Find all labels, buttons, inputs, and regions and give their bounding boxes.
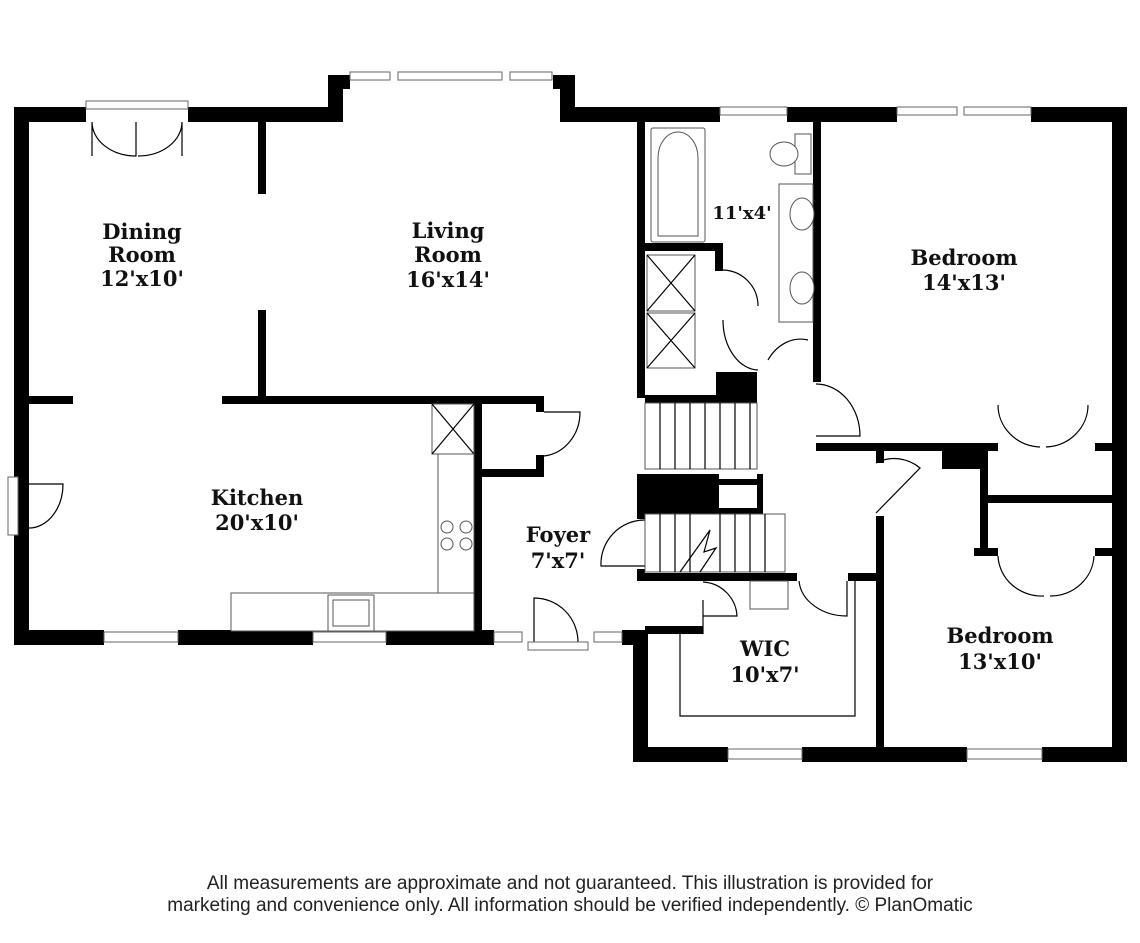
room-name: Bedroom xyxy=(910,245,1017,270)
room-dining: Dining Room 12'x10' xyxy=(100,219,184,291)
room-name: Room xyxy=(414,242,482,267)
disclaimer-line: All measurements are approximate and not… xyxy=(206,873,934,894)
disclaimer-line: marketing and convenience only. All info… xyxy=(167,895,973,916)
doors xyxy=(28,121,1095,651)
room-name: Foyer xyxy=(526,522,591,547)
room-foyer: Foyer 7'x7' xyxy=(526,522,591,573)
room-dimensions: 12'x10' xyxy=(100,266,184,291)
room-dimensions: 11'x4' xyxy=(712,203,771,224)
windows xyxy=(7,71,1043,760)
room-name: Bedroom xyxy=(946,623,1053,648)
room-bedroom-main: Bedroom 14'x13' xyxy=(910,245,1017,295)
room-bath: 11'x4' xyxy=(712,203,771,224)
room-name: Living xyxy=(412,218,485,243)
room-living: Living Room 16'x14' xyxy=(406,218,490,292)
room-name: Dining xyxy=(102,219,182,244)
exterior-walls xyxy=(14,75,1127,762)
room-name: Room xyxy=(108,242,176,267)
room-kitchen: Kitchen 20'x10' xyxy=(211,485,304,535)
room-bedroom-second: Bedroom 13'x10' xyxy=(946,623,1053,674)
floor-plan: Dining Room 12'x10' Living Room 16'x14' … xyxy=(7,71,1127,762)
room-dimensions: 13'x10' xyxy=(958,649,1042,674)
room-dimensions: 10'x7' xyxy=(730,662,799,687)
interior-walls xyxy=(29,122,1127,762)
room-dimensions: 20'x10' xyxy=(215,510,299,535)
room-dimensions: 14'x13' xyxy=(922,270,1006,295)
disclaimer: All measurements are approximate and not… xyxy=(0,873,1140,917)
room-dimensions: 16'x14' xyxy=(406,267,490,292)
room-name: WIC xyxy=(739,636,790,661)
fixtures xyxy=(230,127,856,717)
room-labels: Dining Room 12'x10' Living Room 16'x14' … xyxy=(100,203,1053,687)
room-dimensions: 7'x7' xyxy=(531,548,586,573)
room-name: Kitchen xyxy=(211,485,304,510)
room-wic: WIC 10'x7' xyxy=(730,636,799,687)
